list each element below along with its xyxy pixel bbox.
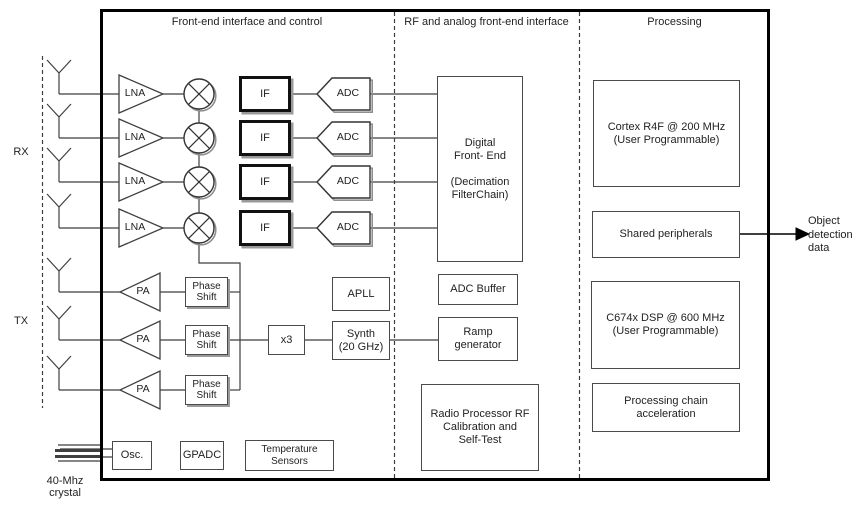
osc-block: Osc. — [112, 441, 152, 470]
synth-block: Synth (20 GHz) — [332, 321, 390, 360]
adc-converter-icon — [316, 165, 371, 199]
if-block: IF — [239, 76, 291, 112]
phase-shift-block: Phase Shift — [185, 375, 228, 405]
phase-shift-block: Phase Shift — [185, 277, 228, 307]
adc-converter-icon — [316, 121, 371, 155]
cortex-r4f-block: Cortex R4F @ 200 MHz (User Programmable) — [593, 80, 740, 187]
lna-label: LNA — [124, 175, 146, 187]
if-block: IF — [239, 164, 291, 200]
section-title-processing: Processing — [647, 16, 702, 28]
adc-label: ADC — [336, 131, 360, 143]
shared-peripherals-block: Shared peripherals — [592, 211, 740, 258]
rx-antenna-icon — [46, 59, 72, 94]
pa-amplifier-icon — [118, 369, 161, 411]
x3-multiplier-block: x3 — [268, 325, 305, 355]
lna-label: LNA — [124, 87, 146, 99]
adc-label: ADC — [336, 87, 360, 99]
adc-converter-icon — [316, 211, 371, 245]
adc-label: ADC — [336, 221, 360, 233]
adc-label: ADC — [336, 175, 360, 187]
tx-antenna-icon — [46, 305, 72, 340]
object-detection-output-label: Object detection data — [808, 215, 853, 254]
rx-antenna-icon — [46, 147, 72, 182]
rx-group-label: RX — [13, 146, 29, 158]
pa-label: PA — [136, 333, 150, 345]
lna-amplifier-icon — [118, 162, 165, 202]
section-title-rf: RF and analog front-end interface — [404, 16, 569, 28]
output-arrowhead-icon — [795, 227, 811, 241]
apll-block: APLL — [332, 277, 390, 311]
mixer-cross — [187, 216, 211, 240]
phase-shift-block: Phase Shift — [185, 325, 228, 355]
pa-amplifier-icon — [118, 271, 161, 313]
temperature-sensors-block: Temperature Sensors — [245, 440, 334, 471]
mixer-cross — [187, 82, 211, 106]
rx-antenna-icon — [46, 193, 72, 228]
crystal-label: 40-Mhz crystal — [46, 475, 84, 499]
if-block: IF — [239, 120, 291, 156]
radio-processor-block: Radio Processor RF Calibration and Self-… — [421, 384, 539, 471]
processing-chain-block: Processing chain acceleration — [592, 383, 740, 432]
pa-amplifier-icon — [118, 319, 161, 361]
section-title-frontend: Front-end interface and control — [171, 16, 323, 28]
mixer-cross — [187, 126, 211, 150]
c674x-dsp-block: C674x DSP @ 600 MHz (User Programmable) — [591, 281, 740, 369]
adc-converter-icon — [316, 77, 371, 111]
tx-group-label: TX — [13, 315, 29, 327]
ramp-generator-block: Ramp generator — [438, 317, 518, 361]
pa-label: PA — [136, 383, 150, 395]
tx-antenna-icon — [46, 257, 72, 292]
lna-label: LNA — [124, 131, 146, 143]
chip-outline — [100, 9, 770, 481]
lna-amplifier-icon — [118, 118, 165, 158]
lna-label: LNA — [124, 221, 146, 233]
digital-front-end-block: Digital Front- End (Decimation FilterCha… — [437, 76, 523, 262]
lna-amplifier-icon — [118, 74, 165, 114]
if-block: IF — [239, 210, 291, 246]
gpadc-block: GPADC — [180, 441, 224, 470]
rx-antenna-icon — [46, 103, 72, 138]
tx-antenna-icon — [46, 355, 72, 390]
pa-label: PA — [136, 285, 150, 297]
mixer-cross — [187, 170, 211, 194]
adc-buffer-block: ADC Buffer — [438, 274, 518, 305]
lna-amplifier-icon — [118, 208, 165, 248]
